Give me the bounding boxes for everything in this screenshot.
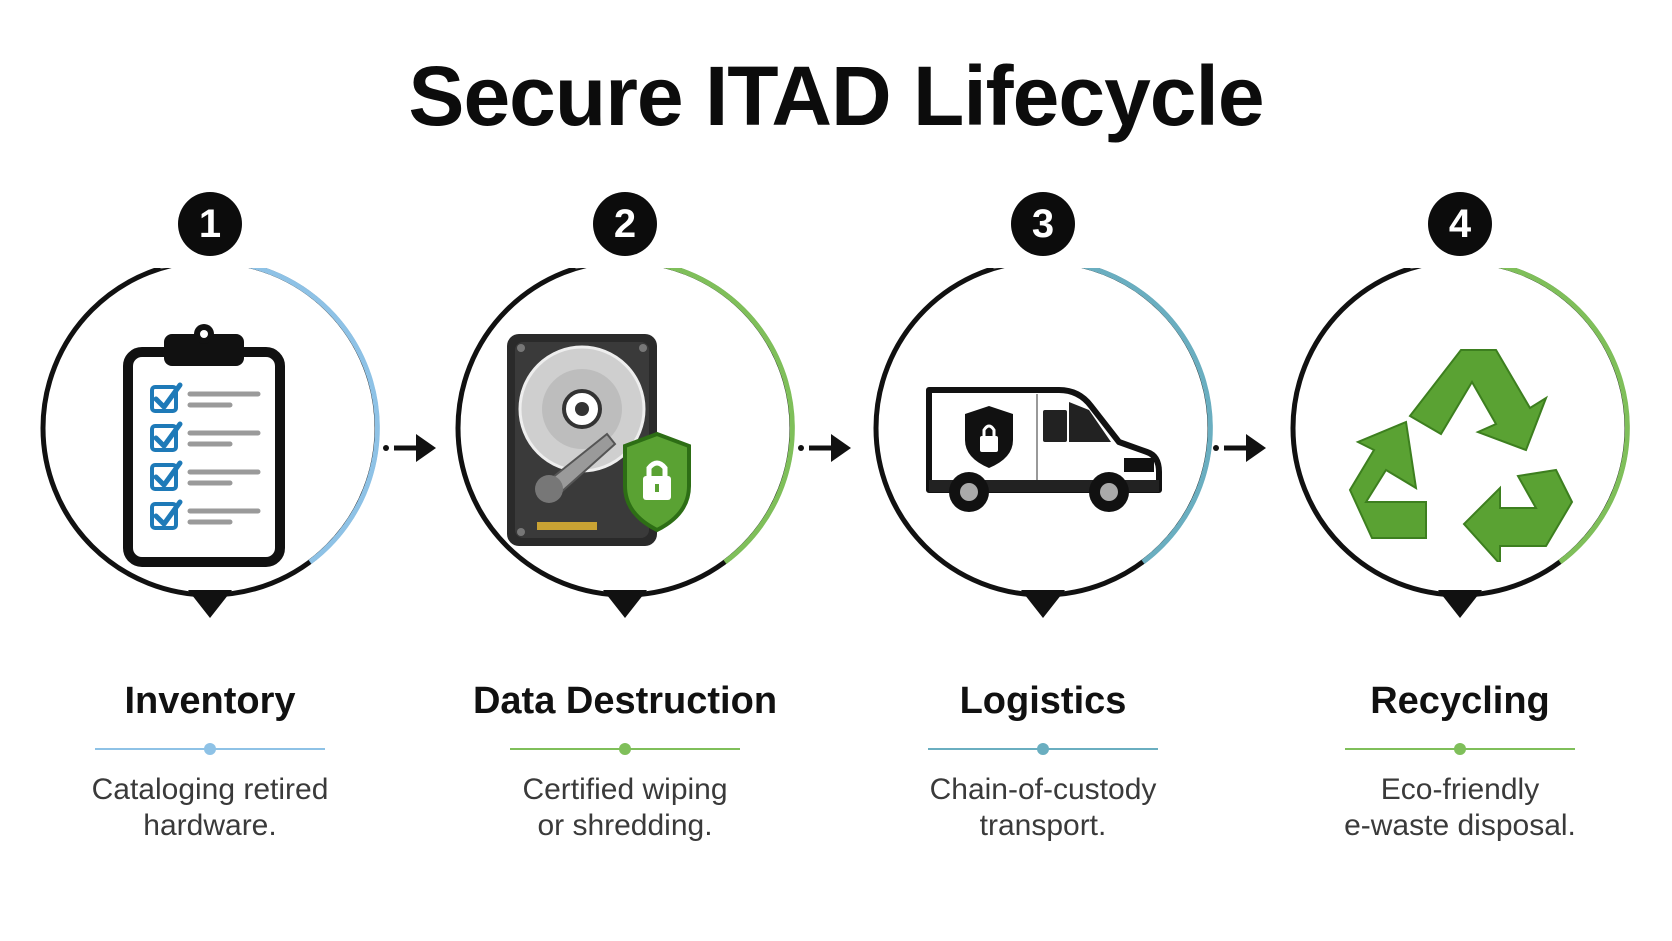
recycle-icon xyxy=(1348,349,1574,562)
secure-van-icon xyxy=(926,387,1162,512)
step-label: Recycling xyxy=(1370,680,1550,722)
flow-arrow xyxy=(1213,434,1266,462)
step-number-badge: 4 xyxy=(1428,192,1492,256)
step-logistics: 3 Logistics Chain-of-custody transport. xyxy=(833,0,1253,941)
step-number-badge: 2 xyxy=(593,192,657,256)
step-label: Logistics xyxy=(959,680,1127,722)
page-title: Secure ITAD Lifecycle xyxy=(408,49,1264,143)
step-description: Cataloging retired hardware. xyxy=(91,773,329,842)
flow-arrow xyxy=(383,434,436,462)
step-description: Certified wiping or shredding. xyxy=(522,773,728,842)
step-number-badge: 3 xyxy=(1011,192,1075,256)
step-inventory: 1 Inventory xyxy=(0,0,420,941)
step-divider xyxy=(510,743,740,755)
step-divider xyxy=(928,743,1158,755)
step-description: Eco-friendly e-waste disposal. xyxy=(1344,773,1576,842)
step-divider xyxy=(95,743,325,755)
step-data-destruction: 2 Data Destruction Certified wiping or s… xyxy=(415,0,835,941)
step-label: Inventory xyxy=(124,680,296,722)
clipboard-checklist-icon xyxy=(123,324,285,567)
flow-arrow xyxy=(798,434,851,462)
step-number-badge: 1 xyxy=(178,192,242,256)
hard-drive-shield-icon xyxy=(507,334,691,546)
step-description: Chain-of-custody transport. xyxy=(929,773,1157,842)
step-divider xyxy=(1345,743,1575,755)
step-label: Data Destruction xyxy=(472,680,778,722)
step-recycling: 4 Recycling Eco-friendly e-waste disposa… xyxy=(1250,0,1670,941)
